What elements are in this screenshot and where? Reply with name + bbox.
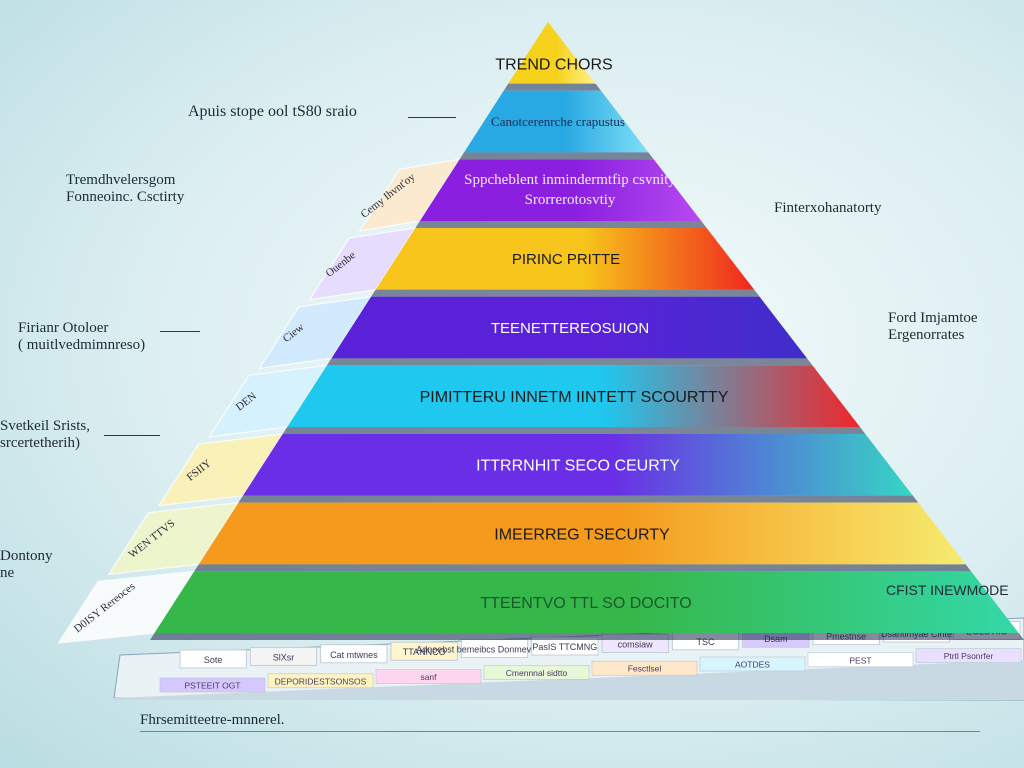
layer-separator	[371, 289, 760, 297]
layer-label: ITTRRNHIT SECO CEURTY	[476, 458, 680, 475]
label-top-left: Apuis stope ool tS80 sraio	[188, 103, 357, 120]
layer-label: TEENETTEREOSUION	[491, 320, 649, 337]
base-cell-lower	[159, 677, 266, 693]
base-cell	[320, 644, 388, 664]
base-cell	[390, 641, 458, 661]
base-cell	[179, 649, 247, 669]
pyramid-layers	[150, 22, 1024, 640]
layer-separator	[150, 633, 1024, 640]
layer-label: Canotcerenrche crapustus	[491, 114, 625, 129]
pyramid-layer	[464, 90, 649, 153]
base-cell-label: TTANNCO	[403, 647, 446, 657]
pyramid-layer	[508, 22, 596, 84]
layer-separator	[503, 83, 601, 91]
base-cell-label: TSC	[697, 637, 716, 647]
base-cell	[249, 647, 318, 666]
layer-separator	[238, 495, 919, 503]
label-right-1: Finterxohanatorty	[774, 200, 882, 216]
base-cell-label: Adnoebst bemeibcs Donmevstomdmes	[416, 645, 573, 655]
base-cell-lower-label: Ptrtl Psonrfer	[944, 651, 994, 661]
layer-label: TREND CHORS	[495, 57, 612, 74]
pyramid-layer	[331, 296, 808, 359]
base-cell-label: comsiaw	[618, 639, 654, 649]
layer-label: Srorrerotosvtiy	[525, 192, 616, 208]
layer-separator	[415, 221, 707, 228]
base-cell-lower	[807, 652, 914, 668]
layer-separator	[194, 564, 972, 572]
pyramid-layer	[242, 434, 913, 496]
leader-line	[160, 331, 200, 332]
base-cell-lower	[699, 656, 806, 672]
base-cell-lower	[375, 669, 482, 684]
leader-line	[104, 435, 160, 436]
layer-label: PIMITTERU INNETM IINTETT SCOURTTY	[420, 389, 729, 406]
layer-separator	[326, 358, 813, 366]
base-cell-lower-label: DEPORIDESTSONSOS	[275, 676, 367, 686]
label-left-2: Firianr Otoloer ( muitlvedmimnreso)	[18, 320, 146, 353]
label-left-4: Dontony ne	[0, 548, 53, 581]
base-cell-lower	[483, 665, 590, 680]
base-cell-lower-label: Fesctlsel	[628, 664, 662, 674]
layer-separator	[459, 152, 654, 160]
base-cell-lower	[267, 673, 374, 689]
layer-label: TTEENTVO TTL SO DOCITO	[480, 595, 691, 612]
pyramid-layer	[287, 365, 860, 427]
leader-line	[408, 117, 456, 118]
base-cell-lower	[915, 648, 1022, 663]
base-cell-lower	[591, 660, 698, 676]
base-cell-lower-label: PEST	[849, 655, 871, 665]
layer-label: IMEERREG TSECURTY	[494, 526, 670, 543]
layer-separator	[282, 427, 866, 434]
label-left-3: Svetkeil Srists, srcertetherih)	[0, 418, 91, 451]
label-right-3: CFIST INEWMODE	[886, 582, 1009, 598]
base-cell-label: Sote	[204, 655, 223, 665]
leader-line	[140, 731, 980, 732]
layer-label: PIRINC PRITTE	[512, 251, 620, 268]
base-cell-lower-label: sanf	[420, 672, 437, 682]
pyramid-layer	[154, 571, 1019, 633]
base-cell-label: PasIS TTCMNG	[532, 642, 597, 652]
label-bottom: Fhrsemitteetre-mnnerel.	[140, 712, 285, 728]
base-cell-label: SlXsr	[273, 652, 295, 662]
pyramid-layer	[419, 159, 702, 221]
base-cell-lower-label: PSTEEIT OGT	[184, 681, 240, 691]
base-cell-label: Cat mtwnes	[330, 650, 378, 660]
label-left-1: Tremdhvelersgom Fonneoinc. Csctirty	[66, 172, 185, 205]
layer-label: Sppcheblent inmindermtfip csvnity	[464, 172, 676, 188]
base-cell-lower-label: Cmennnal sidtto	[506, 668, 568, 678]
pyramid-layer-labels: TREND CHORS Canotcerenrche crapustusSppch…	[420, 57, 729, 612]
pyramid-layer	[375, 228, 755, 290]
label-right-2: Ford Imjamtoe Ergenorrates	[888, 310, 978, 343]
pyramid-layer	[198, 502, 966, 565]
base-cell-lower-label: AOTDES	[735, 660, 770, 670]
